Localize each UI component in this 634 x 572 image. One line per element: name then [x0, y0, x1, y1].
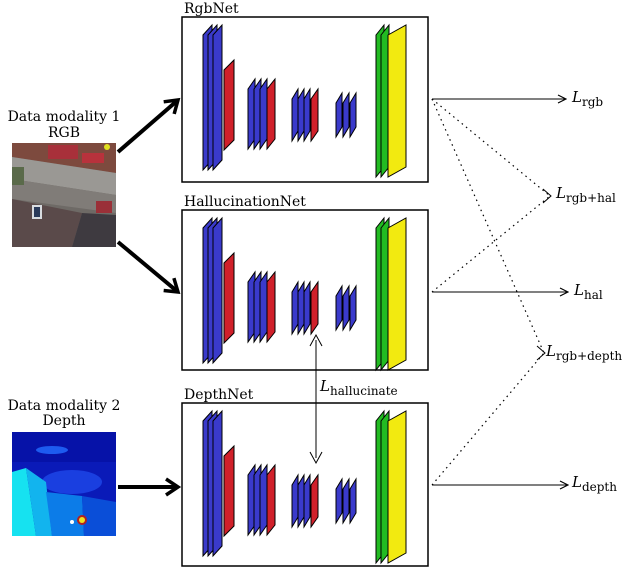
conv-layer — [342, 284, 350, 332]
fc-layer — [387, 410, 407, 564]
conv-layer — [303, 280, 311, 336]
loss-depth-symbol: L — [572, 473, 582, 491]
depth-to-rgbdepth-connector — [431, 352, 545, 486]
loss-rgb-depth-label: Lrgb+depth — [546, 342, 622, 365]
loss-rgb-hal-symbol: L — [556, 184, 566, 202]
loss-rgb-subscript: rgb — [581, 95, 604, 109]
conv-layer — [291, 280, 299, 336]
loss-hallucinate-symbol: L — [320, 377, 330, 395]
pool-layer — [266, 270, 276, 344]
loss-depth-label: Ldepth — [572, 473, 617, 496]
conv-layer — [212, 23, 223, 172]
conv-layer — [297, 473, 305, 529]
conv-layer — [212, 409, 223, 558]
depth-modality-name: Depth — [42, 413, 86, 429]
conv-layer — [291, 87, 299, 143]
conv-layer — [259, 270, 268, 344]
depth-input-image — [12, 432, 116, 536]
rgb-to-hallucinationnet-arrow — [116, 240, 181, 295]
pool-layer — [223, 58, 235, 152]
conv-layer — [349, 284, 357, 332]
conv-layer — [303, 473, 311, 529]
conv-layer — [212, 216, 223, 365]
pool-layer — [266, 463, 276, 537]
conv-layer — [349, 91, 357, 139]
depthnet-layers — [202, 409, 407, 565]
loss-hal-subscript: hal — [583, 288, 603, 302]
hallucinationnet-title: HallucinationNet — [184, 194, 306, 210]
loss-rgb-depth-subscript: rgb+depth — [555, 349, 623, 363]
rgbnet-box — [181, 16, 429, 183]
rgb-to-rgbdepth-connector — [431, 98, 545, 354]
pool-layer — [223, 251, 235, 345]
conv-layer — [335, 477, 343, 525]
hallucinate-arrow-up-icon — [309, 333, 323, 347]
fc-layer — [387, 24, 407, 178]
pool-layer — [310, 473, 319, 529]
loss-rgb-hal-label: Lrgb+hal — [556, 184, 616, 207]
pool-layer — [266, 77, 276, 151]
loss-depth-subscript: depth — [581, 480, 617, 494]
hallucinationnet-layers — [202, 216, 407, 372]
pool-layer — [310, 87, 319, 143]
conv-layer — [291, 473, 299, 529]
hallucinationnet-box — [181, 209, 429, 371]
pool-layer — [223, 444, 235, 538]
loss-rgb-depth-symbol: L — [546, 342, 556, 360]
hal-to-rgbhal-connector — [431, 195, 551, 293]
rgbhal-merge-arrow-icon — [542, 188, 552, 204]
conv-layer — [342, 91, 350, 139]
conv-layer — [259, 463, 268, 537]
loss-rgb-hal-subscript: rgb+hal — [565, 191, 616, 205]
rgbnet-layers — [202, 23, 407, 179]
conv-layer — [349, 477, 357, 525]
hallucinate-arrow-down-icon — [309, 451, 323, 465]
conv-layer — [297, 87, 305, 143]
rgbdepth-merge-arrow-icon — [536, 345, 546, 361]
fc-layer — [387, 217, 407, 371]
loss-rgb-symbol: L — [572, 88, 582, 106]
rgb-modality-title: Data modality 1 — [7, 109, 121, 125]
loss-hallucinate-subscript: hallucinate — [329, 384, 398, 398]
rgb-to-rgbnet-arrow — [116, 97, 181, 154]
conv-layer — [303, 87, 311, 143]
conv-layer — [335, 91, 343, 139]
loss-hal-symbol: L — [574, 281, 584, 299]
rgbnet-title: RgbNet — [184, 1, 239, 17]
loss-hal-label: Lhal — [574, 281, 603, 304]
loss-rgb-label: Lrgb — [572, 88, 603, 111]
rgb-modality-name: RGB — [47, 125, 81, 141]
depth-modality-title: Data modality 2 — [7, 398, 121, 414]
depthnet-title: DepthNet — [184, 387, 254, 403]
loss-hallucinate-label: Lhallucinate — [320, 377, 398, 400]
pool-layer — [310, 280, 319, 336]
conv-layer — [297, 280, 305, 336]
depthnet-box — [181, 402, 429, 567]
conv-layer — [342, 477, 350, 525]
conv-layer — [259, 77, 268, 151]
conv-layer — [335, 284, 343, 332]
rgb-input-image — [12, 143, 116, 247]
rgb-to-rgbhal-connector — [431, 98, 551, 197]
